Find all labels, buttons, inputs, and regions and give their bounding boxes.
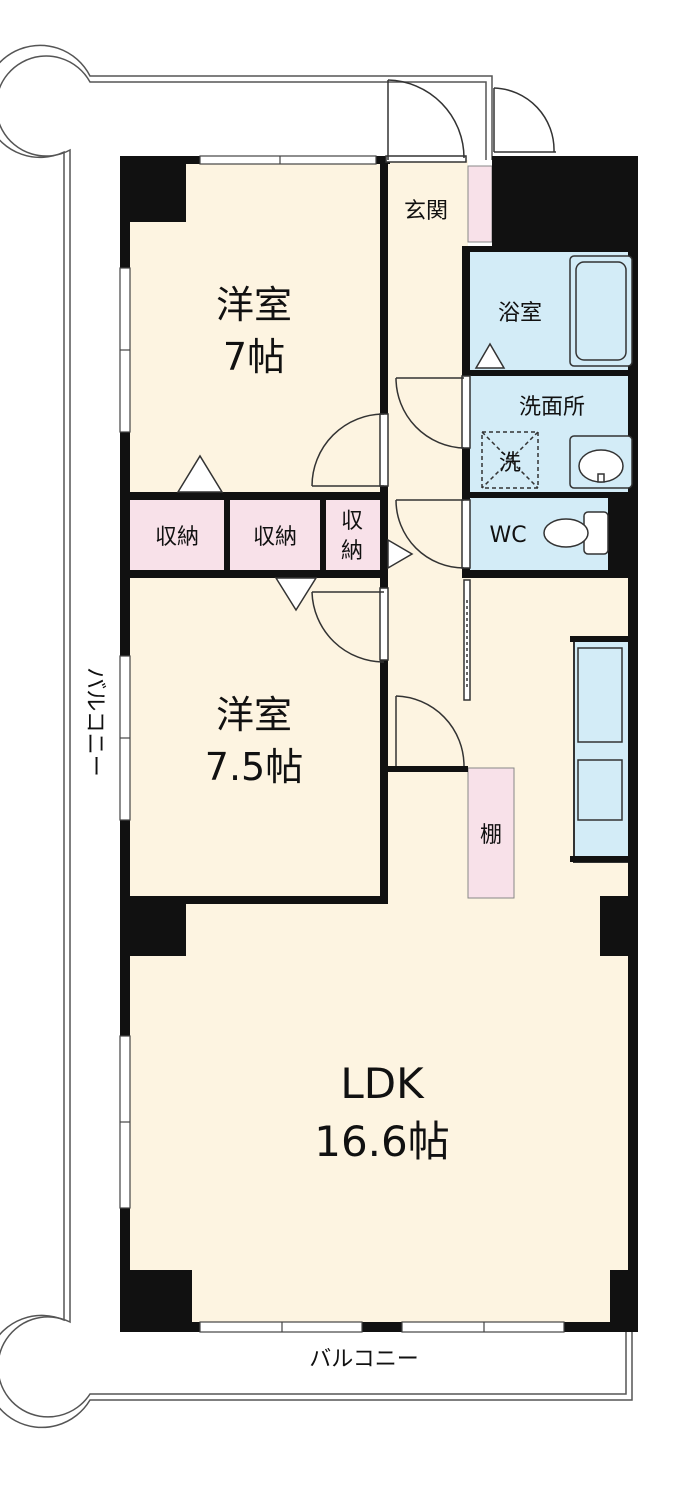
storage-floor-2 [230, 500, 320, 570]
service-door [493, 87, 556, 153]
storage-2-label: 収納 [253, 525, 297, 550]
storage-marker-3 [387, 538, 414, 570]
fixtures [481, 255, 633, 821]
washroom-door [395, 375, 471, 449]
storage-1-label: 収納 [155, 525, 199, 550]
washroom-label: 洗面所 [519, 395, 585, 420]
entrance-door [385, 79, 467, 163]
entrance-floor [384, 160, 468, 248]
bathroom-entry-marker [474, 342, 506, 369]
ldk-sliding-door [463, 579, 471, 701]
windows [119, 155, 565, 1333]
bathroom-label: 浴室 [498, 301, 542, 326]
storage-marker-2 [274, 577, 318, 612]
window-bottom-ldk-2 [401, 1321, 565, 1333]
room2-door [311, 587, 389, 663]
room1-door [311, 413, 389, 487]
window-bottom-ldk-1 [199, 1321, 363, 1333]
toilet-label: WC [489, 523, 526, 548]
storage-3-label-line2: 納 [341, 539, 363, 564]
storage-marker-1 [176, 454, 224, 493]
shoe-box [467, 165, 493, 243]
stove-icon [577, 759, 623, 821]
doors [176, 79, 556, 767]
sink-counter-icon [577, 647, 623, 743]
toilet-bowl-icon [543, 518, 589, 548]
shelf [467, 767, 515, 899]
washer-label: 洗 [499, 451, 521, 476]
balcony-side-label: バルコニー [82, 667, 107, 777]
balcony-outline [0, 44, 633, 1429]
storage-floor-3 [326, 500, 380, 570]
window-top-room1 [199, 155, 377, 165]
room2-name: 洋室 [216, 693, 292, 737]
ldk-size: 16.6帖 [314, 1117, 450, 1166]
room2-size: 7.5帖 [205, 745, 303, 789]
shelf-label: 棚 [480, 823, 502, 848]
storage-3-label-line1: 収 [341, 509, 363, 534]
storage-floor-1 [130, 500, 224, 570]
room1-size: 7帖 [223, 335, 285, 379]
entrance-label: 玄関 [404, 199, 448, 224]
room1-name: 洋室 [216, 283, 292, 327]
labels: 洋室 7帖 洋室 7.5帖 LDK 16.6帖 玄関 浴室 洗面所 洗 WC 収… [82, 199, 585, 1372]
ldk-name: LDK [340, 1059, 425, 1108]
wc-door [395, 499, 471, 569]
balcony-bottom-label: バルコニー [309, 1347, 419, 1372]
corridor-closet-door [395, 695, 465, 767]
